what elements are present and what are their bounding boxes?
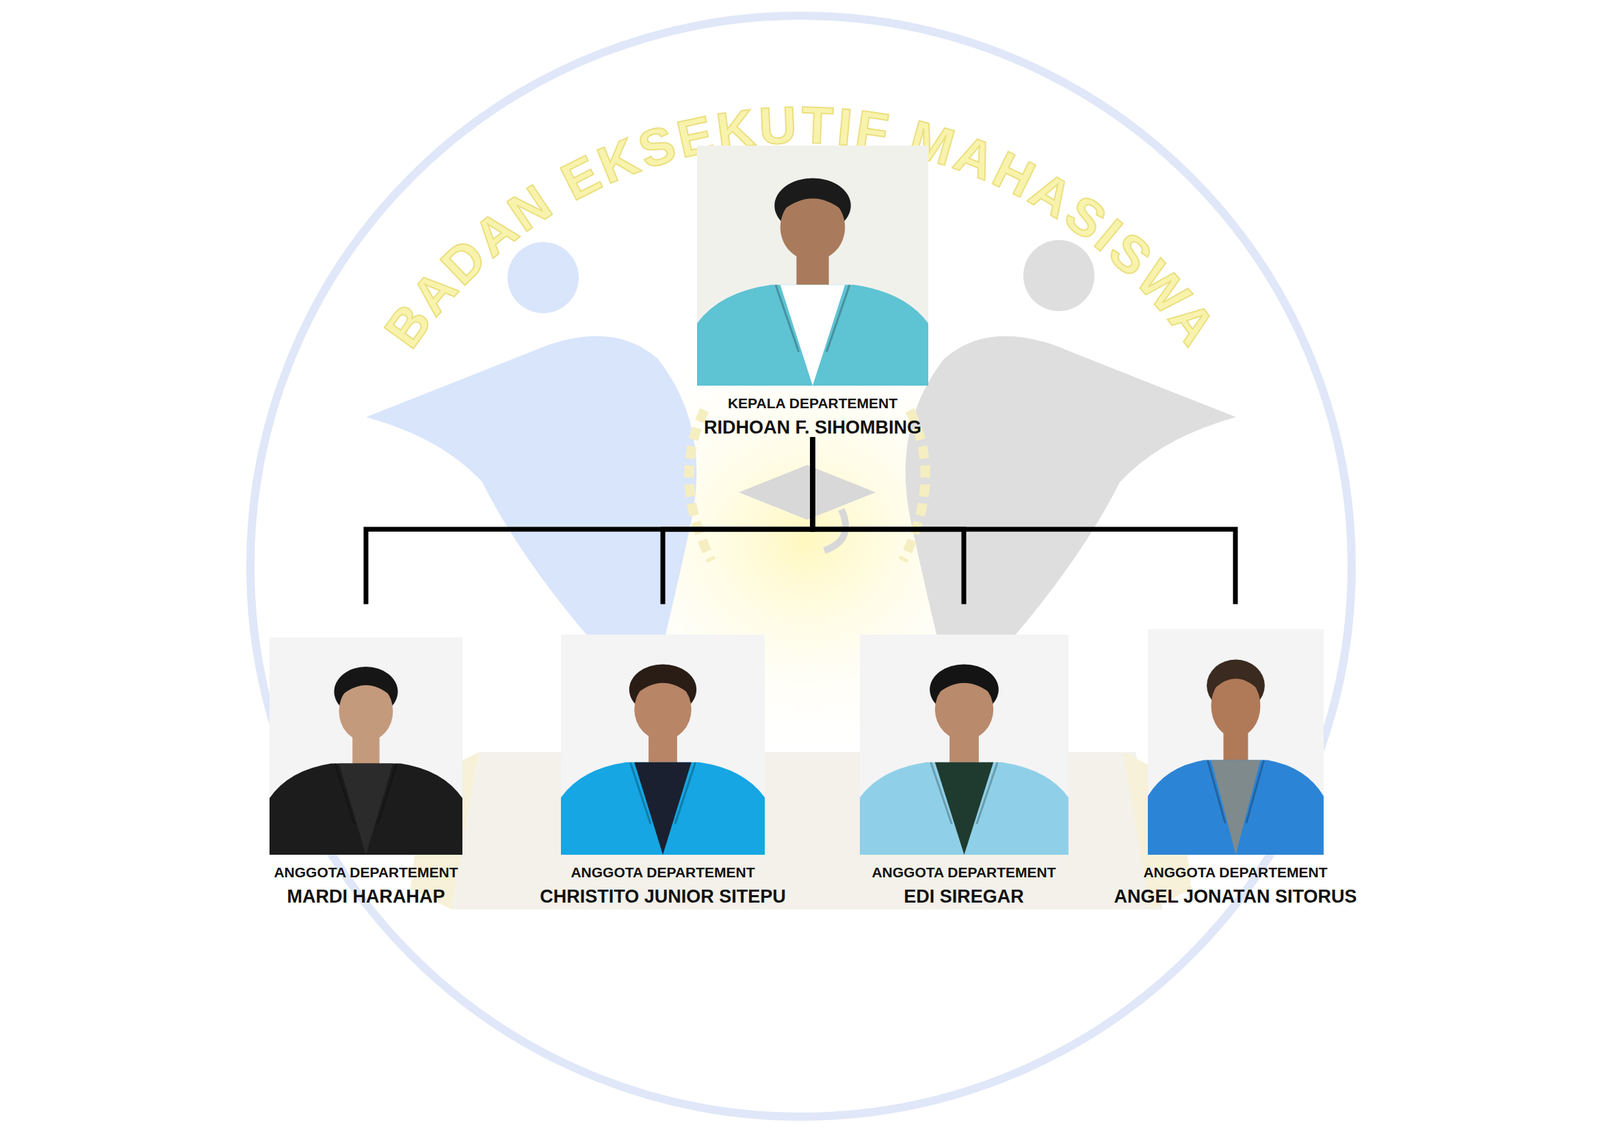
photo-shirt (780, 285, 846, 386)
photo-background (859, 634, 1069, 856)
person-name: EDI SIREGAR (903, 886, 1025, 908)
portrait-photo (1147, 629, 1324, 856)
logo-ring (250, 15, 1352, 1118)
role-title: ANGGOTA DEPARTEMENT (1143, 864, 1328, 882)
photo-fringe (634, 670, 691, 695)
photo-background (697, 145, 929, 386)
role-title: KEPALA DEPARTEMENT (727, 395, 898, 412)
photo-fringe (780, 184, 846, 211)
photo-shirt (339, 763, 394, 856)
photo-lapel (1207, 759, 1264, 823)
photo-lapel (930, 762, 998, 825)
photo-shirt (1210, 759, 1261, 856)
photo-jacket (697, 285, 929, 386)
portrait-photo (697, 145, 929, 386)
person-name: RIDHOAN F. SIHOMBING (703, 417, 922, 439)
person-name: CHRISTITO JUNIOR SITEPU (539, 886, 786, 908)
photo-fringe (934, 670, 993, 695)
photo-jacket (269, 763, 463, 856)
photo-background (269, 637, 463, 856)
role-title: ANGGOTA DEPARTEMENT (570, 864, 755, 882)
logo-banner-tail (410, 752, 1192, 910)
photo-jacket (1147, 759, 1324, 856)
logo-figure-left (365, 335, 697, 657)
logo-mortarboard (738, 465, 876, 520)
photo-fringe (1210, 665, 1261, 691)
role-title: ANGGOTA DEPARTEMENT (273, 864, 458, 882)
photo-background (1147, 629, 1324, 856)
member-card: ANGGOTA DEPARTEMENT EDI SIREGAR (830, 601, 1098, 908)
role-title: ANGGOTA DEPARTEMENT (871, 864, 1056, 882)
head-card: KEPALA DEPARTEMENT RIDHOAN F. SIHOMBING (662, 145, 964, 439)
photo-shirt (934, 762, 993, 856)
photo-jacket (859, 762, 1069, 856)
photo-shirt (634, 762, 691, 856)
portrait-photo (269, 637, 463, 856)
logo-figure-right (905, 335, 1237, 657)
photo-lapel (335, 763, 397, 825)
member-card: ANGGOTA DEPARTEMENT CHRISTITO JUNIOR SITE… (529, 601, 797, 908)
member-card: ANGGOTA DEPARTEMENT ANGEL JONATAN SITORUS (1102, 601, 1369, 908)
org-connector (365, 439, 813, 602)
photo-fringe (339, 672, 394, 697)
person-name: MARDI HARAHAP (287, 886, 446, 908)
photo-jacket (560, 762, 765, 856)
org-connector (812, 439, 1236, 602)
logo-head-left (507, 242, 579, 314)
photo-lapel (775, 285, 850, 353)
logo-laurel (688, 410, 925, 561)
portrait-photo (560, 634, 765, 856)
person-name: ANGEL JONATAN SITORUS (1113, 886, 1357, 908)
portrait-photo (859, 634, 1069, 856)
org-connector (812, 439, 964, 602)
photo-background (560, 634, 765, 856)
org-connector (662, 439, 813, 602)
photo-lapel (630, 762, 695, 825)
member-card: ANGGOTA DEPARTEMENT MARDI HARAHAP (232, 601, 500, 908)
